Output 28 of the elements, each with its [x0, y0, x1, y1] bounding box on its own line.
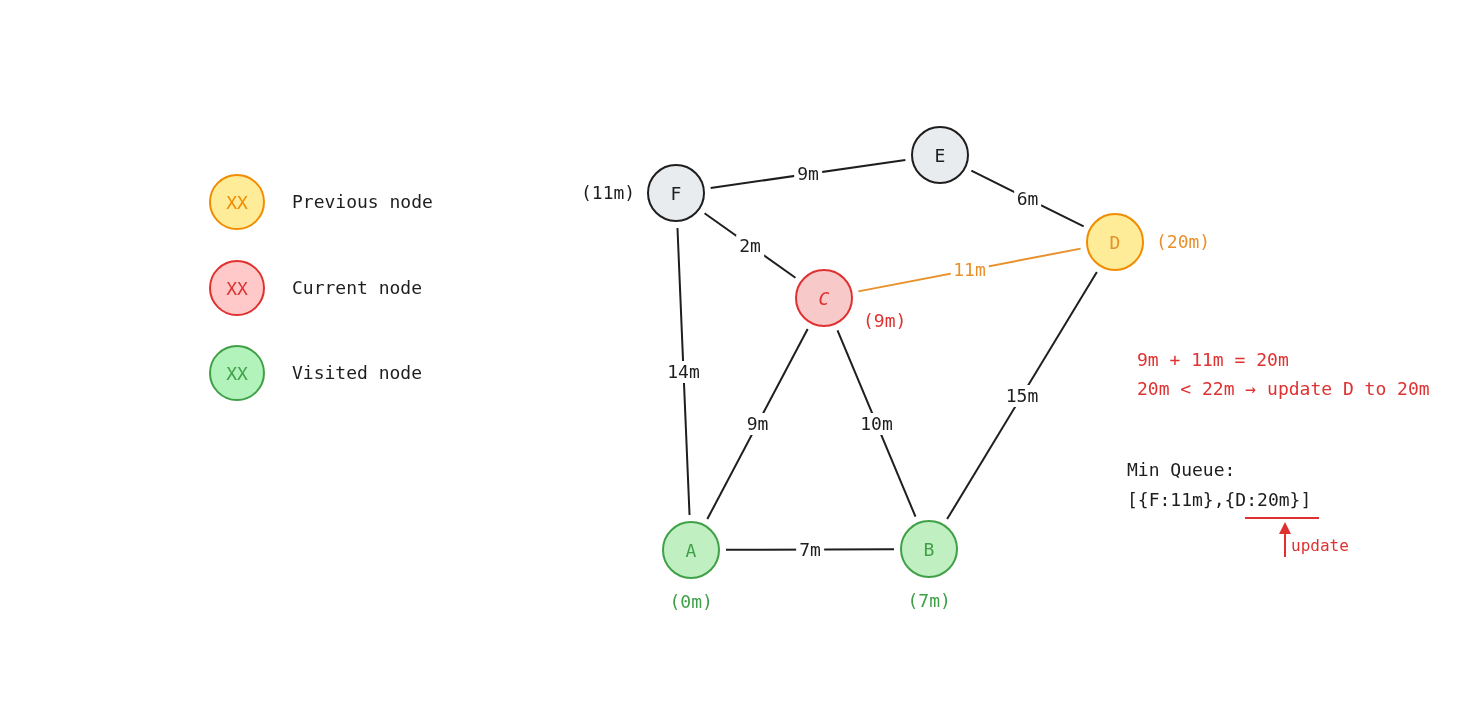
edge-label: 6m: [1013, 187, 1042, 210]
legend-label: Previous node: [292, 191, 433, 213]
graph-node-circle: C: [795, 269, 853, 327]
graph-node-circle: A: [662, 521, 720, 579]
edge-line: [836, 329, 917, 518]
legend-swatch: XX: [209, 260, 265, 316]
legend-swatch: XX: [209, 174, 265, 230]
edge-line: [706, 327, 809, 521]
queue-heading: Min Queue:: [1127, 459, 1236, 481]
edge-line: [676, 226, 691, 517]
edge-label: 2m: [736, 234, 764, 257]
distance-label: (0m): [669, 591, 713, 613]
distance-label: (11m): [581, 182, 636, 204]
update-note: update: [1291, 535, 1349, 557]
queue-contents: [{F:11m},{D:20m}]: [1127, 489, 1312, 511]
distance-label: (20m): [1156, 231, 1211, 253]
graph-node-circle: B: [900, 520, 958, 578]
graph-node-circle: F: [647, 164, 705, 222]
edge-line: [946, 270, 1098, 521]
update-note: 20m < 22m → update D to 20m: [1137, 378, 1430, 400]
legend-label: Visited node: [292, 362, 423, 384]
graph-node-circle: E: [911, 126, 969, 184]
calculation-note: 9m + 11m = 20m: [1137, 349, 1289, 371]
legend-swatch: XX: [209, 345, 265, 401]
graph-node-circle: D: [1086, 213, 1144, 271]
distance-label: (9m): [863, 310, 907, 332]
legend-label: Current node: [292, 277, 423, 299]
distance-label: (7m): [907, 590, 951, 612]
